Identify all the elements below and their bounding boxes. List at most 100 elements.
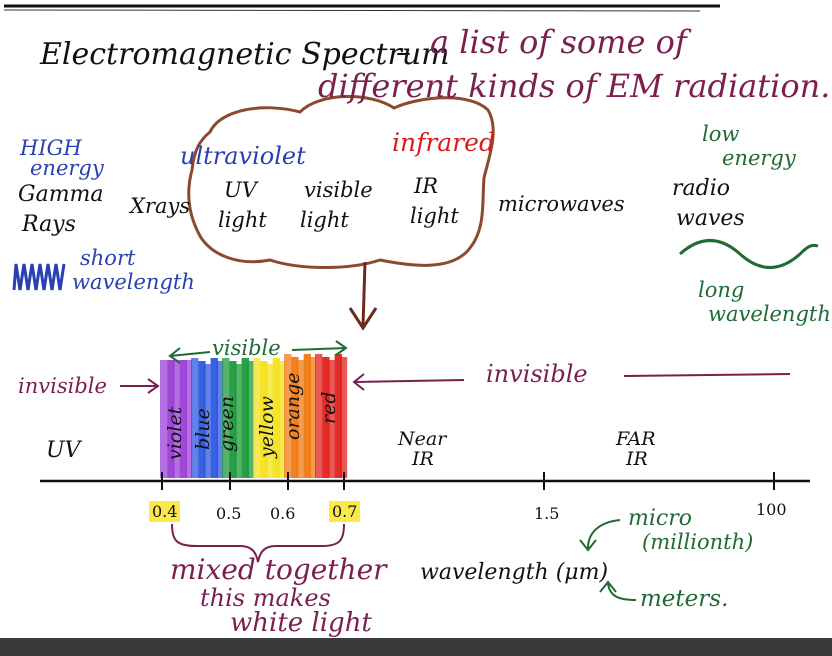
- gamma-rays-label-2: Rays: [22, 212, 76, 237]
- radio-waves-label: radio: [672, 176, 730, 201]
- invisible-left-label: invisible: [18, 374, 107, 398]
- ultraviolet-label: ultraviolet: [180, 142, 306, 170]
- tick-label-0.4: 0.4: [149, 501, 181, 522]
- short-wavelength-label-2: wavelength: [72, 270, 195, 294]
- white-light-label: white light: [230, 608, 372, 638]
- stripe-violet: [172, 360, 180, 478]
- meters-label: meters.: [640, 586, 729, 612]
- low-energy-label-2: energy: [722, 146, 796, 170]
- tick-label-0.5: 0.5: [216, 504, 242, 523]
- far-ir-label-2: IR: [626, 448, 648, 470]
- axis-ticks: [161, 472, 775, 490]
- ir-light-label-2: light: [410, 204, 459, 228]
- stripe-orange: [308, 357, 317, 478]
- stripe-yellow: [260, 361, 268, 478]
- visible-light-label: visible: [304, 178, 373, 202]
- long-wave-squiggle: [678, 239, 819, 269]
- stripe-green: [246, 361, 255, 478]
- stripe-blue: [191, 358, 199, 478]
- invisible-right-arrow-head: [352, 373, 365, 391]
- down-arrow-head: [348, 307, 378, 331]
- xrays-label: Xrays: [130, 194, 191, 218]
- visible-arrow-left: [169, 351, 211, 357]
- scan-edge: [0, 638, 832, 656]
- stripe-red: [334, 354, 342, 478]
- visible-stripes: [160, 354, 348, 478]
- this-makes-label: this makes: [200, 584, 331, 612]
- stripe-violet: [160, 360, 168, 478]
- invisible-left-arrow-head: [147, 378, 160, 394]
- stripe-violet: [167, 360, 175, 478]
- invisible-right-line: [623, 373, 791, 377]
- stripe-red: [327, 360, 335, 478]
- color-label-blue: blue: [192, 408, 214, 450]
- title-dash: –: [396, 35, 411, 70]
- stripe-yellow: [277, 361, 286, 478]
- mixed-together-label: mixed together: [170, 553, 387, 586]
- visible-light-label-2: light: [300, 208, 349, 232]
- tick-label-1.5: 1.5: [534, 504, 560, 523]
- low-energy-label: low: [702, 122, 740, 146]
- long-wavelength-label: long: [698, 278, 745, 302]
- stripe-yellow: [265, 364, 273, 478]
- far-ir-label: FAR: [616, 428, 656, 450]
- mixed-bracket: [171, 523, 345, 563]
- microwaves-label: microwaves: [498, 192, 625, 216]
- high-energy-label: HIGH: [20, 136, 82, 160]
- visible-arrow-left-head: [168, 347, 181, 364]
- stripe-green: [222, 358, 230, 478]
- meters-arrow-head: [599, 580, 617, 593]
- stripe-green: [229, 361, 237, 478]
- high-energy-label-2: energy: [30, 156, 104, 180]
- stripe-blue: [210, 358, 218, 478]
- cloud-outline: [187, 94, 495, 269]
- stripe-orange: [291, 357, 299, 478]
- stripe-violet: [184, 360, 193, 478]
- ir-light-label: IR: [414, 174, 439, 198]
- tick-label-0.7-text: 0.7: [329, 501, 361, 522]
- color-label-yellow: yellow: [256, 396, 278, 458]
- tick-label-0.7: 0.7: [329, 501, 361, 522]
- visible-range-label: visible: [212, 336, 281, 360]
- uv-light-label-2: light: [218, 208, 267, 232]
- color-label-orange: orange: [282, 372, 304, 441]
- stripe-green: [234, 364, 242, 478]
- stripe-blue: [215, 361, 224, 478]
- millionth-label: (millionth): [642, 530, 754, 554]
- color-label-red: red: [318, 391, 340, 425]
- stripe-violet: [179, 360, 187, 478]
- short-wave-squiggle: [12, 263, 66, 291]
- color-label-green: green: [216, 396, 238, 452]
- stripe-yellow: [253, 358, 261, 478]
- stripe-blue: [203, 364, 211, 478]
- micro-label: micro: [628, 506, 692, 531]
- infrared-label: infrared: [392, 128, 495, 157]
- invisible-right-label: invisible: [486, 360, 588, 388]
- meters-arrow: [607, 583, 637, 601]
- radio-waves-label-2: waves: [676, 206, 745, 231]
- stripe-red: [339, 357, 348, 478]
- tick-label-0.4-text: 0.4: [149, 501, 181, 522]
- stripe-blue: [198, 361, 206, 478]
- stripe-orange: [284, 354, 292, 478]
- top-rule-thin: [3, 9, 701, 12]
- uv-light-label: UV: [224, 178, 257, 202]
- micro-arrow: [587, 519, 621, 549]
- near-ir-label-2: IR: [412, 448, 434, 470]
- tick-label-0.6: 0.6: [270, 504, 296, 523]
- micro-arrow-head: [579, 539, 597, 552]
- invisible-right-arrow: [353, 379, 465, 383]
- visible-arrow-right-head: [335, 340, 348, 356]
- tick-label-100: 100: [756, 500, 787, 519]
- title-line1: Electromagnetic Spectrum: [40, 37, 450, 72]
- gamma-rays-label: Gamma: [18, 182, 104, 207]
- wavelength-units-label: wavelength (μm): [420, 560, 609, 585]
- uv-region-label: UV: [46, 438, 81, 463]
- stripe-red: [322, 357, 330, 478]
- color-label-violet: violet: [164, 406, 186, 460]
- short-wavelength-label: short: [80, 246, 136, 270]
- down-arrow: [361, 261, 367, 327]
- stripe-green: [241, 358, 249, 478]
